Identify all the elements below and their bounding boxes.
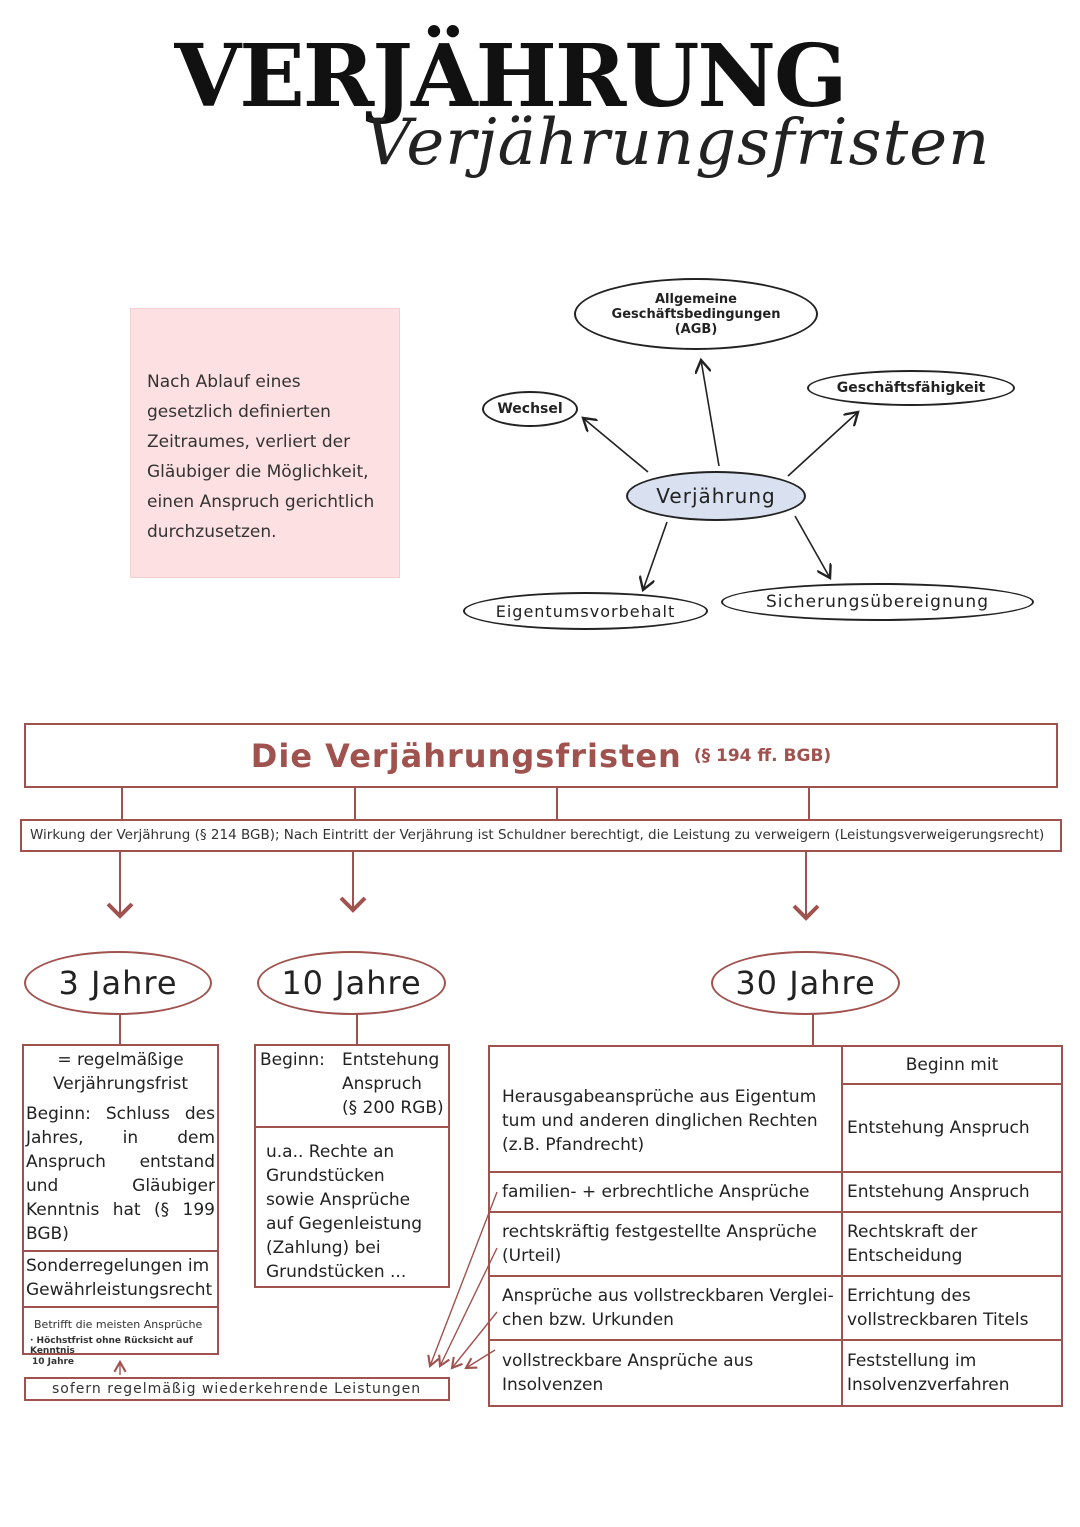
sonderregelungen: Sonderregelungen im Gewährleistungsrecht [24,1250,217,1308]
node-verjaehrung-center: Verjährung [626,471,806,521]
node-wechsel-label: Wechsel [497,401,563,417]
beginn-10-line3: (§ 200 RGB) [342,1098,444,1118]
ellipse-3-jahre: 3 Jahre [24,951,212,1015]
mindmap-connectors [0,0,1080,700]
node-sicherungsuebereignung: Sicherungsübereignung [721,583,1034,621]
node-agb-line2: Geschäftsbedingungen [611,306,781,322]
table-row: vollstreckbare Ansprüche aus Insolvenzen… [488,1339,1063,1407]
ellipse-30-jahre: 30 Jahre [711,951,900,1015]
node-agb-line3: (AGB) [674,321,718,337]
fristen-header: Die Verjährungsfristen (§ 194 ff. BGB) [24,723,1058,788]
arrow-to-sicherungsuebereignung [794,515,830,578]
rechte-grundstuecke: u.a.. Rechte an Grundstücken sowie Anspr… [266,1142,423,1282]
regel-frist-line1: = regelmäßige [57,1050,184,1070]
wirkung-box: Wirkung der Verjährung (§ 214 BGB); Nach… [20,819,1062,852]
table-row: Entstehung Anspruch [489,1083,1063,1173]
table-row: rechtskräftig festgestellte Ansprüche (U… [488,1211,1063,1277]
node-geschaeftsfaehigkeit: Geschäftsfähigkeit [807,370,1015,406]
table-cell: rechtskräftig festgestellte Ansprüche (U… [488,1211,843,1277]
arrow-to-agb [701,360,720,467]
box-10-jahre: Beginn: Entstehung Anspruch (§ 200 RGB) … [254,1044,450,1288]
node-wechsel: Wechsel [482,391,578,427]
table-cell: Rechtskraft der Entscheidung [841,1211,1063,1277]
regel-frist-line2: Verjährungsfrist [52,1074,189,1094]
beginn-10-line2: Anspruch [342,1074,422,1094]
arrow-to-geschaeftsfaehigkeit [787,412,858,477]
arrow-to-wechsel [583,418,649,473]
table-header-beginn: Beginn mit [841,1045,1063,1085]
node-agb: Allgemeine Geschäftsbedingungen (AGB) [574,278,818,350]
small-note-3: 10 Jahre [32,1357,75,1367]
label-10-jahre: 10 Jahre [281,964,422,1002]
table-cell: Ansprüche aus vollstreckbaren Verglei-ch… [488,1275,843,1341]
table-cell: Entstehung Anspruch [841,1171,1063,1213]
small-note-1: Betrifft die meisten Ansprüche [34,1318,203,1331]
fristen-header-title: Die Verjährungsfristen [250,736,682,775]
table-row: Ansprüche aus vollstreckbaren Verglei-ch… [488,1275,1063,1341]
page-title: VERJÄHRUNG [174,26,848,127]
beginn-10-line1: Entstehung [342,1050,440,1070]
node-eigentumsvorbehalt-label: Eigentumsvorbehalt [495,601,676,621]
table-cell: Entstehung Anspruch [841,1083,1063,1173]
regel-frist-title: = regelmäßige Verjährungsfrist [24,1046,217,1096]
fristen-header-paragraph: (§ 194 ff. BGB) [693,745,832,766]
box-3-jahre: = regelmäßige Verjährungsfrist Beginn: S… [22,1044,219,1367]
table-cell: Errichtung des vollstreckbaren Titels [841,1275,1063,1341]
fristen-connectors [106,788,820,1375]
table-cell: Herausgabeansprüche aus Eigentum tum und… [488,1045,843,1173]
node-agb-line1: Allgemeine [655,291,737,307]
table-cell: vollstreckbare Ansprüche aus Insolvenzen [488,1339,843,1407]
node-center-label: Verjährung [656,484,776,508]
table-cell: Feststellung im Insolvenzverfahren [841,1339,1063,1407]
beginn-3-jahre: Beginn: Schluss des Jahres, in dem Anspr… [26,1104,215,1244]
table-cell: familien- + erbrechtliche Ansprüche [488,1171,843,1213]
ellipse-10-jahre: 10 Jahre [257,951,446,1015]
page-subtitle: Verjährungsfristen [365,106,991,180]
note-wiederkehrend: sofern regelmäßig wiederkehrende Leistun… [24,1377,450,1401]
node-sicherungsuebereignung-label: Sicherungsübereignung [765,592,989,612]
beginn-10-jahre: Beginn: Entstehung Anspruch (§ 200 RGB) [256,1046,448,1128]
table-30-jahre: Herausgabeansprüche aus Eigentum tum und… [488,1045,1063,1407]
label-3-jahre: 3 Jahre [58,964,178,1002]
table-row: familien- + erbrechtliche Ansprüche Ents… [488,1171,1063,1213]
small-note-2: · Höchstfrist ohne Rücksicht auf Kenntni… [30,1336,193,1356]
arrow-to-eigentumsvorbehalt [643,521,668,590]
table-row: Herausgabeansprüche aus Eigentum tum und… [488,1045,1063,1173]
label-30-jahre: 30 Jahre [735,964,876,1002]
node-geschaeftsfaehigkeit-label: Geschäftsfähigkeit [836,380,986,396]
node-eigentumsvorbehalt: Eigentumsvorbehalt [463,592,708,630]
definition-box: Nach Ablauf eines gesetzlich definierten… [130,308,400,578]
beginn-10-label: Beginn: [260,1050,325,1070]
